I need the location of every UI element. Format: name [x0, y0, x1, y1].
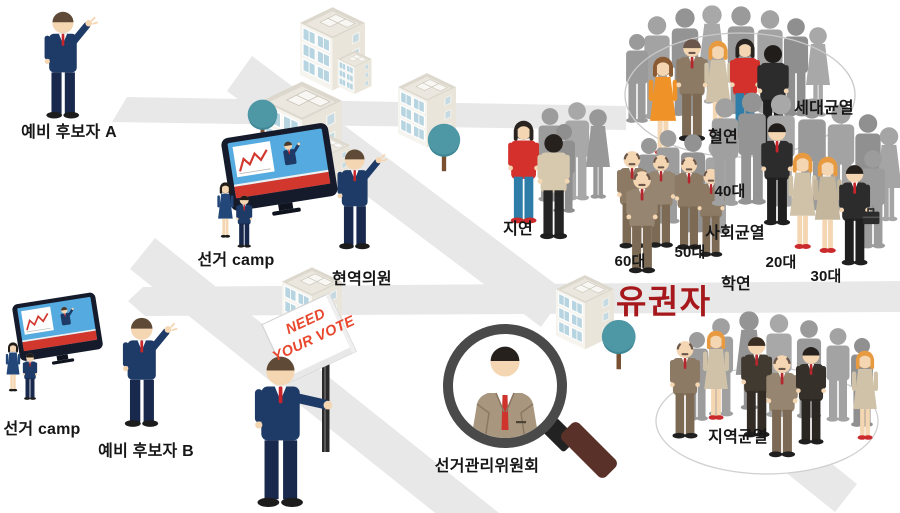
regional-cleavage-person	[795, 347, 827, 445]
sign-holder-figure	[254, 356, 333, 508]
voter-20s	[788, 152, 817, 249]
candidate-a-figure	[44, 11, 98, 119]
crowd-silhouette	[806, 27, 830, 117]
voter-40s	[761, 123, 793, 226]
regional-cleavage-person	[741, 337, 773, 438]
label-commission: 선거관리위원회	[434, 458, 540, 475]
candidate-b-figure	[122, 317, 178, 427]
label-social-cleavage: 사회균열	[705, 225, 765, 242]
label-age-50s: 50대	[674, 244, 706, 261]
tv-speaker	[60, 306, 74, 326]
regional-cleavage-person	[852, 350, 878, 440]
label-generation-cleavage: 세대균열	[794, 100, 854, 117]
road	[130, 238, 499, 513]
label-age-40s: 40대	[714, 183, 746, 200]
commission-officer	[471, 346, 539, 438]
tree	[427, 123, 461, 172]
incumbent-figure	[337, 149, 388, 250]
regional-cleavage-person	[703, 330, 729, 420]
crowd-silhouette	[783, 18, 809, 117]
label-camp-bottom: 선거 camp	[3, 421, 81, 438]
tree	[601, 319, 636, 370]
road	[112, 97, 626, 130]
regional-cleavage-person	[669, 341, 701, 439]
label-blood-ties: 혈연	[708, 129, 738, 146]
label-candidate-a: 예비 후보자 A	[21, 124, 117, 141]
tv-speaker	[283, 141, 301, 166]
election-commission-magnifier	[443, 324, 617, 478]
label-age-30s: 30대	[810, 268, 842, 285]
blood-ties-ellipse	[624, 32, 856, 158]
crowd-silhouette	[586, 109, 610, 199]
label-voters: 유권자	[616, 283, 712, 320]
voter-30s	[839, 165, 880, 266]
label-candidate-b: 예비 후보자 B	[98, 443, 194, 460]
campaign-tv-top	[221, 123, 338, 216]
label-camp-top: 선거 camp	[197, 252, 275, 269]
label-regional-ties: 지연	[503, 221, 533, 238]
campaign-tv-bottom	[12, 292, 103, 365]
regional-ties-woman	[508, 120, 540, 224]
label-school-ties: 학연	[721, 276, 751, 293]
crowd-silhouette	[826, 328, 850, 422]
label-incumbent: 현역의원	[332, 271, 392, 288]
crowd-silhouette	[711, 98, 739, 206]
label-age-60s: 60대	[614, 253, 646, 270]
crowd-silhouette	[738, 92, 766, 205]
camp-staff-woman	[5, 342, 21, 392]
label-age-20s: 20대	[765, 254, 797, 271]
camp-staff-man	[236, 195, 253, 248]
building	[300, 7, 372, 95]
label-regional-cleavage: 지역균열	[708, 429, 768, 446]
regional-cleavage-person	[766, 355, 798, 458]
senior-voter	[626, 171, 658, 274]
regional-ties-man	[537, 134, 570, 240]
camp-staff-woman	[217, 182, 234, 238]
camp-staff-man	[22, 353, 38, 400]
